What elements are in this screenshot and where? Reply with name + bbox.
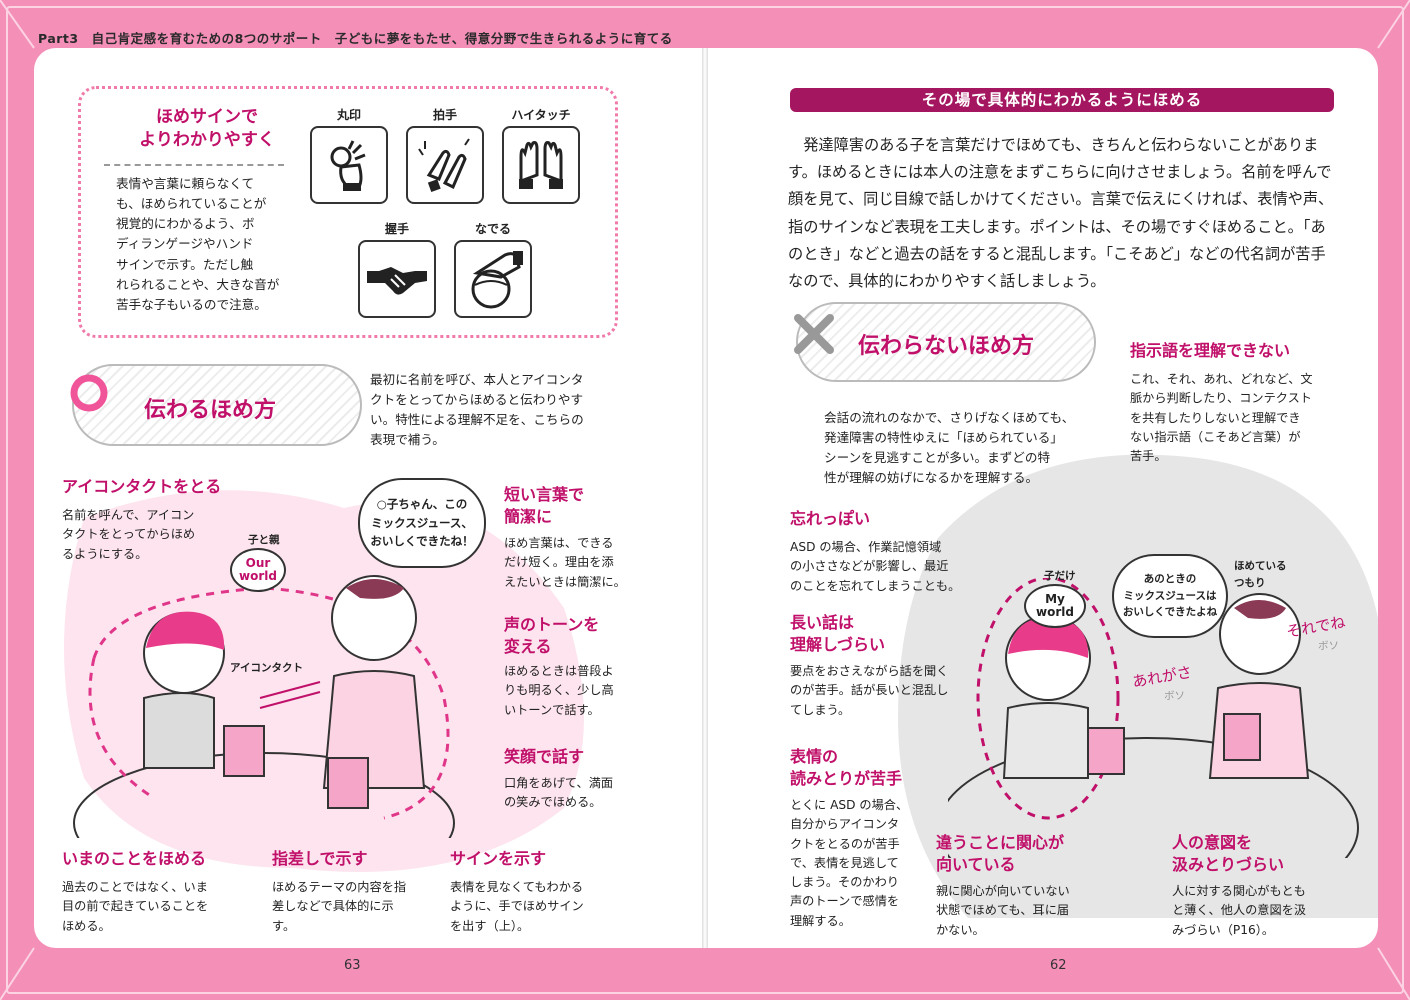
sign-card-akushu [358,240,436,318]
cross-mark-icon [794,314,834,354]
good-intro: 最初に名前を呼び、本人とアイコンタ クトをとってからほめると伝わりやす い。特性… [370,372,584,447]
circle-mark-icon [70,374,108,412]
pink-background-blob [64,490,584,872]
handshake-icon [367,267,427,295]
head-pat-icon [471,251,523,309]
tip-text-tone: ほめるときは普段よ りも明るく、少し高 いトーンで話す。 [504,664,614,717]
issue-text-expression: とくに ASD の場合、 自分からアイコンタ クトをとるのが苦手 で、表情を見逃… [790,798,909,928]
bad-intro: 会話の流れのなかで、さりげなくほめても、 発達障害の特性ゆえに「ほめられている」… [824,410,1075,485]
bad-title-cloud [796,302,1096,382]
right-page: その場で具体的にわかるようにほめる 発達障害のある子を言葉だけでほめても、きちん… [708,48,1378,948]
tip-text-eye-contact: 名前を呼んで、アイコン タクトをとってからほめ るようにする。 [62,508,196,561]
sign-box [78,86,618,338]
left-page: ほめサインで よりわかりやすく 表情や言葉に頼らなくて も、ほめられていることが… [34,48,702,948]
good-title: 伝わるほめ方 [144,398,277,423]
our-world-tag-label: 子と親 [248,534,280,546]
issue-text-intention: 人に対する関心がもとも と薄く、他人の意図を汲 みづらい（P16）。 [1172,884,1307,937]
my-world-bubble: My world [1024,584,1086,628]
divider [104,164,284,166]
issue-title-demonstratives: 指示語を理解できない [1130,341,1291,360]
sign-label-akushu: 握手 [384,222,409,236]
page-number-left: 63 [344,958,361,973]
tip-title-short-words: 短い言葉で 簡潔に [504,485,585,526]
tip-title-sign: サインを示す [450,849,547,868]
scribble-bo-2: ボソ [1318,640,1339,652]
issue-title-forgetful: 忘れっぽい [790,509,871,528]
tip-text-now: 過去のことではなく、いま 目の前で起きていることを ほめる。 [62,880,209,933]
grey-background-blob [898,454,1378,918]
sign-card-high-touch [502,126,580,204]
issue-text-demonstratives: これ、それ、あれ、どれなど、文 脈から判断したり、コンテクスト を共有したりしな… [1130,372,1313,464]
tip-title-tone: 声のトーンを 変える [504,615,600,656]
book-gutter [702,48,708,948]
eye-contact-label: アイコンタクト [230,662,303,674]
tip-text-smile: 口角をあげて、満面 の笑みでほめる。 [504,776,614,810]
our-world-bubble: Our world [230,548,286,592]
vague-speech-bubble: あのときの ミックスジュースは おいしくできたよね [1112,554,1228,638]
tip-title-eye-contact: アイコンタクトをとる [62,477,222,496]
parent-child-illustration [73,575,455,838]
sign-label-maru: 丸印 [336,108,361,122]
thought-text: ほめている つもり [1234,560,1287,589]
high-five-icon [519,141,563,189]
section-banner: その場で具体的にわかるようにほめる [790,88,1334,112]
sign-label-naderu: なでる [474,222,511,236]
child-only-illustration [948,578,1359,858]
issue-title-intention: 人の意図を 汲みとりづらい [1172,833,1285,874]
issue-text-forgetful: ASD の場合、作業記憶領域 の小ささなどが影響し、最近 のことを忘れてしまうこ… [790,540,961,593]
main-paragraph: 発達障害のある子を言葉だけでほめても、きちんと伝わらないことがあります。ほめると… [788,136,1334,291]
tip-text-sign: 表情を見なくてもわかる ように、手でほめサイン を出す（上）。 [450,880,584,933]
tip-text-pointing: ほめるテーマの内容を指 差しなどで具体的に示 す。 [272,880,407,933]
sign-label-hakushu: 拍手 [432,108,457,122]
tip-title-pointing: 指差しで示す [272,849,368,868]
issue-text-long-talk: 要点をおさえながら話を聞く のが苦手。話が長いと混乱し てしまう。 [790,664,949,717]
good-title-cloud [72,364,362,446]
my-world-tag-label: 子だけ [1044,570,1076,582]
tip-title-smile: 笑顔で話す [504,747,585,766]
tip-title-now: いまのことをほめる [62,849,207,868]
issue-title-expression: 表情の 読みとりが苦手 [790,747,903,788]
sign-card-maru [310,126,388,204]
clapping-hands-icon [418,138,470,193]
scribble-bo-1: ボソ [1164,690,1185,702]
sign-box-text: 表情や言葉に頼らなくて も、ほめられていることが 視覚的にわかるよう、ボ ディラ… [116,176,280,312]
praise-speech-bubble: ○子ちゃん、この ミックスジュース、 おいしくできたね！ [358,478,486,568]
issue-title-long-talk: 長い話は 理解しづらい [790,613,886,654]
issue-title-other-interest: 違うことに関心が 向いている [936,833,1065,874]
sign-card-naderu [454,240,532,318]
bad-title: 伝わらないほめ方 [858,334,1035,359]
ok-hand-icon [330,140,366,191]
sign-card-hakushu [406,126,484,204]
sign-label-high-touch: ハイタッチ [511,108,571,122]
running-header: Part3 自己肯定感を育むための8つのサポート 子どもに夢をもたせ、得意分野で… [38,31,673,46]
sign-box-title: ほめサインで よりわかりやすく [139,107,275,150]
tip-text-short-words: ほめ言葉は、できる だけ短く。理由を添 えたいときは簡潔に。 [504,536,626,589]
issue-text-other-interest: 親に関心が向いていない 状態でほめても、耳に届 かない。 [936,884,1070,937]
page-number-right: 62 [1050,958,1067,973]
